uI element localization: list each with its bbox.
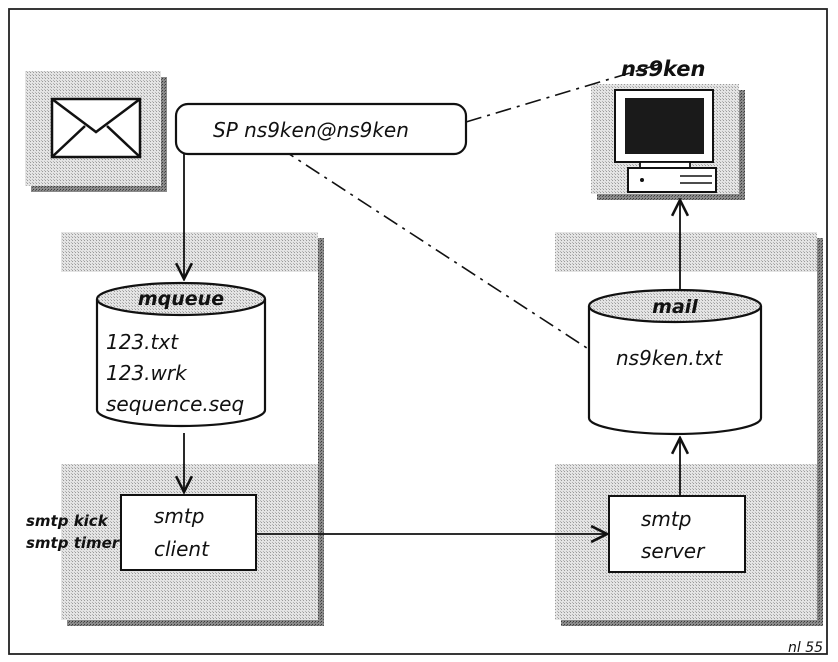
smtp-client-box: smtp client [120,494,257,571]
mqueue-file-3: sequence.seq [106,392,244,416]
computer-icon [614,89,717,193]
client-line1: smtp [154,504,204,528]
mqueue-title: mqueue [138,288,224,310]
envelope-tile [25,71,167,192]
client-command-1: smtp kick [26,512,109,530]
mail-title: mail [652,296,698,318]
mail-file-1: ns9ken.txt [616,346,723,370]
address-label: SP ns9ken@ns9ken [213,118,409,142]
envelope-icon [50,97,142,159]
computer-tile [591,84,745,200]
mqueue-file-2: 123.wrk [106,361,188,385]
mqueue-file-1: 123.txt [106,330,179,354]
smtp-server-box: smtp server [608,495,746,573]
leader-lines [279,63,661,351]
mqueue-cylinder: mqueue 123.txt 123.wrk sequence.seq [95,281,267,428]
page-number: nl 55 [788,640,823,656]
flow-arrows [184,154,680,534]
server-line2: server [641,539,706,563]
client-line2: client [154,537,210,561]
client-command-2: smtp timer [26,534,121,552]
server-line1: smtp [641,507,691,531]
leader-to-host [465,63,661,123]
mail-cylinder: mail ns9ken.txt [587,288,763,436]
address-box: SP ns9ken@ns9ken [174,102,468,156]
host-label: ns9ken [621,57,705,81]
